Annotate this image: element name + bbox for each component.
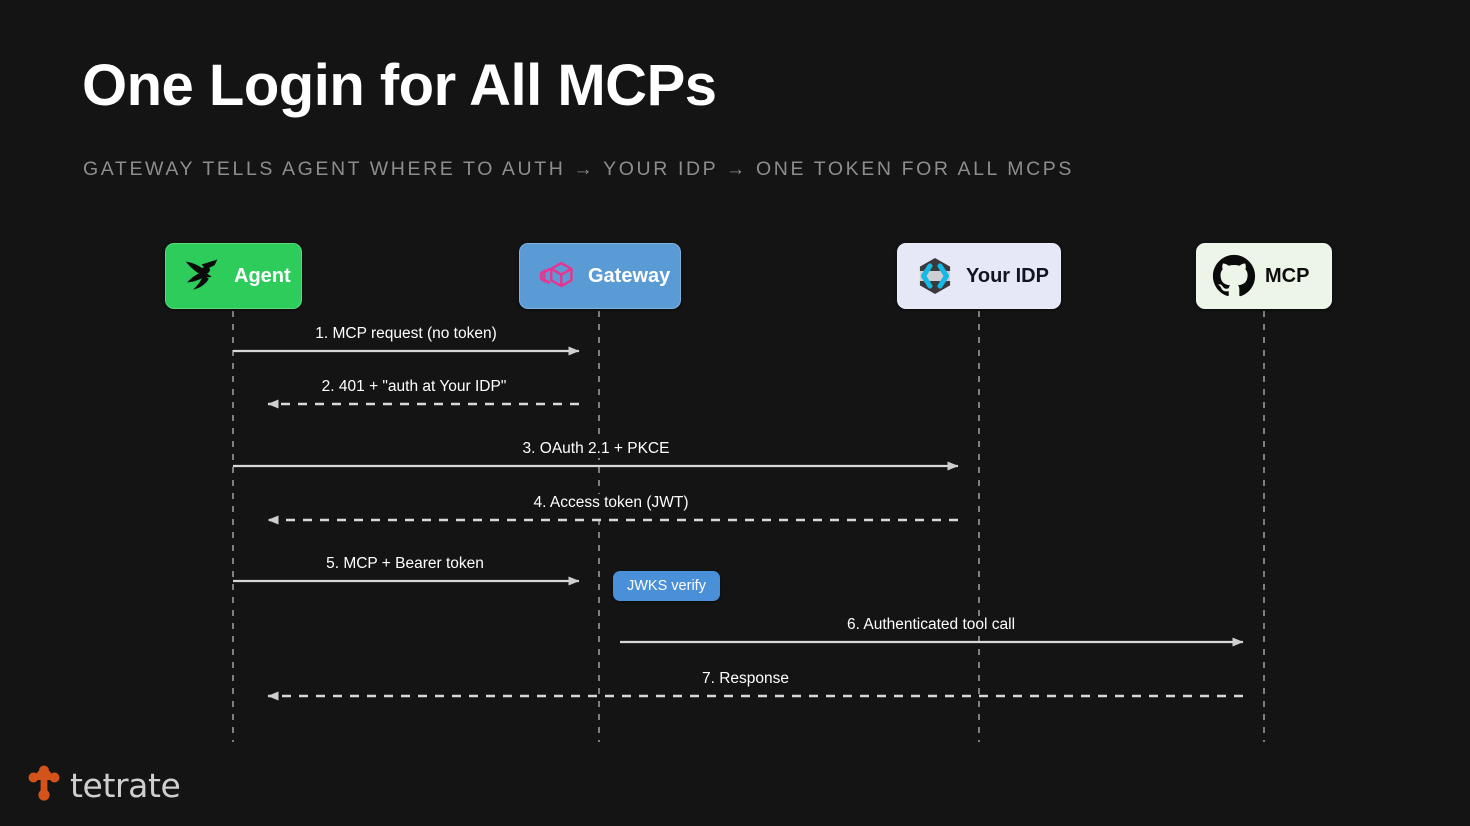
tetrate-logo: tetrate [24,762,181,808]
page-title: One Login for All MCPs [82,53,717,118]
cube-icon [534,253,580,299]
participant-agent[interactable]: Agent [165,243,302,309]
github-icon [1211,253,1257,299]
message-label-2: 2. 401 + "auth at Your IDP" [316,378,512,396]
tetrate-wordmark: tetrate [70,765,181,805]
participant-label-idp: Your IDP [966,264,1049,287]
participant-label-mcp: MCP [1265,264,1310,287]
message-label-5: 5. MCP + Bearer token [321,555,489,573]
message-label-7: 7. Response [697,670,795,688]
note-jwks-verify: JWKS verify [613,571,720,601]
message-label-3: 3. OAuth 2.1 + PKCE [517,440,675,458]
participant-mcp[interactable]: MCP [1196,243,1332,309]
message-label-6: 6. Authenticated tool call [841,616,1021,634]
message-label-4: 4. Access token (JWT) [528,494,694,512]
tetrate-mark-icon [24,762,64,808]
participant-label-gateway: Gateway [588,264,671,287]
raven-icon [180,253,226,299]
hexagon-chevrons-icon [912,253,958,299]
participant-label-agent: Agent [234,264,291,287]
page-subtitle: GATEWAY TELLS AGENT WHERE TO AUTH → YOUR… [83,158,1075,180]
participant-idp[interactable]: Your IDP [897,243,1061,309]
participant-gateway[interactable]: Gateway [519,243,681,309]
message-label-1: 1. MCP request (no token) [310,325,502,343]
